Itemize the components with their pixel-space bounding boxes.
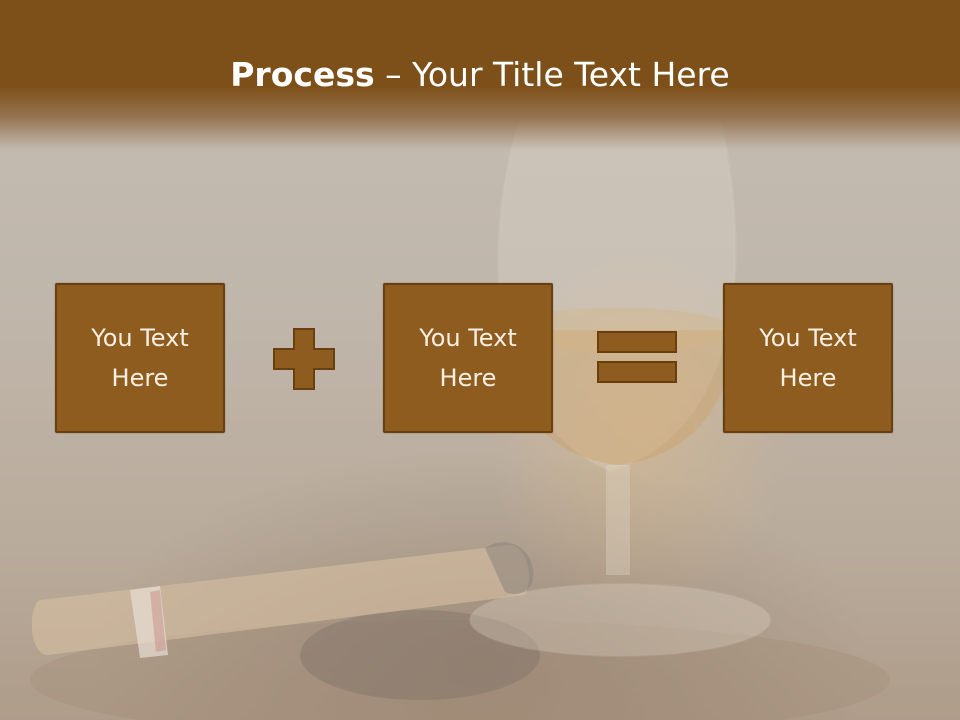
process-box-2-label: You Text Here: [419, 324, 517, 392]
process-box-3-label: You Text Here: [759, 324, 857, 392]
process-box-1[interactable]: You Text Here: [55, 283, 225, 433]
process-box-1-label: You Text Here: [91, 324, 189, 392]
slide-title[interactable]: Process – Your Title Text Here: [0, 52, 960, 98]
title-bar: Process – Your Title Text Here: [0, 0, 960, 150]
process-box-2[interactable]: You Text Here: [383, 283, 553, 433]
process-box-3[interactable]: You Text Here: [723, 283, 893, 433]
equals-icon: [597, 331, 677, 385]
title-bold-text: Process: [230, 55, 375, 94]
plus-icon: [272, 327, 336, 391]
title-rest-text: – Your Title Text Here: [374, 55, 730, 94]
